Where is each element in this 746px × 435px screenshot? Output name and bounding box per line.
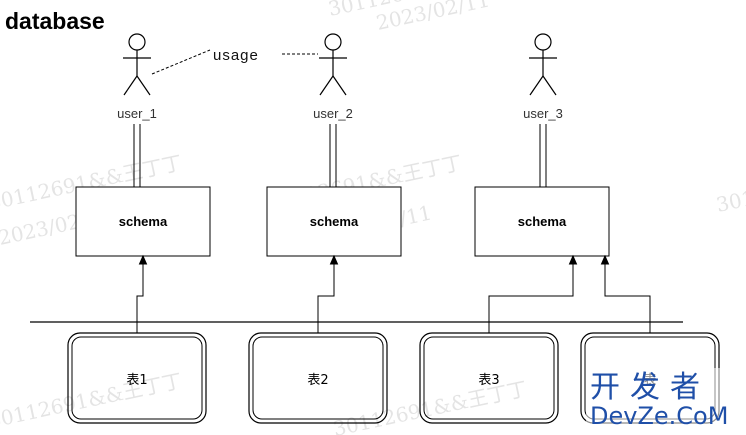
arrowhead (329, 254, 339, 265)
actor-user-3 (529, 33, 557, 96)
table-box-3 (419, 332, 559, 424)
actor-label-user-2: user_2 (313, 106, 353, 121)
schema-label-1: schema (119, 214, 168, 229)
connector-table3-schema3 (488, 262, 574, 333)
schema-box-3 (474, 186, 610, 257)
actor-leg (319, 75, 334, 96)
table-schema-connectors (136, 254, 651, 333)
actor-head (128, 33, 146, 51)
usage-dashed-line (151, 49, 211, 75)
brand-watermark: 开发者 DevZe.CoM (586, 368, 742, 432)
actor-leg (542, 75, 557, 96)
schema-box-1 (75, 186, 211, 257)
arrowhead (600, 254, 610, 265)
usage-label: usage (213, 47, 259, 64)
actor-label-user-1: user_1 (117, 106, 157, 121)
table-inner-border (423, 336, 555, 420)
table-outer-border (248, 332, 388, 424)
actor-leg (332, 75, 347, 96)
actor-schema-links (133, 124, 547, 187)
actor-leg (136, 75, 151, 96)
table-label-2: 表2 (307, 373, 328, 388)
actor-head (324, 33, 342, 51)
table-inner-border (252, 336, 384, 420)
brand-backdrop (586, 368, 742, 432)
table-outer-border (67, 332, 207, 424)
brand-chinese-text: 开发者 (590, 370, 710, 405)
actor-leg (529, 75, 544, 96)
table-label-3: 表3 (478, 373, 499, 388)
table-label-1: 表1 (126, 373, 147, 388)
diagram-title: database (5, 8, 105, 34)
table-outer-border (419, 332, 559, 424)
connector-table1-schema1 (136, 262, 144, 333)
table-inner-border (71, 336, 203, 420)
arrowhead (138, 254, 148, 265)
watermark-text: 30112691&&王丁丁 (714, 152, 746, 217)
actor-user-2 (319, 33, 347, 96)
brand-latin-text: DevZe.CoM (590, 402, 728, 430)
connector-table2-schema2 (317, 262, 335, 333)
actor-leg (123, 75, 138, 96)
connector-table4-schema3 (604, 262, 651, 333)
table-box-1 (67, 332, 207, 424)
actor-user-1 (123, 33, 151, 96)
table-box-2 (248, 332, 388, 424)
schema-label-2: schema (310, 214, 359, 229)
schema-box-2 (266, 186, 402, 257)
actor-head (534, 33, 552, 51)
schema-label-3: schema (518, 214, 567, 229)
arrowhead (568, 254, 578, 265)
actor-label-user-3: user_3 (523, 106, 563, 121)
